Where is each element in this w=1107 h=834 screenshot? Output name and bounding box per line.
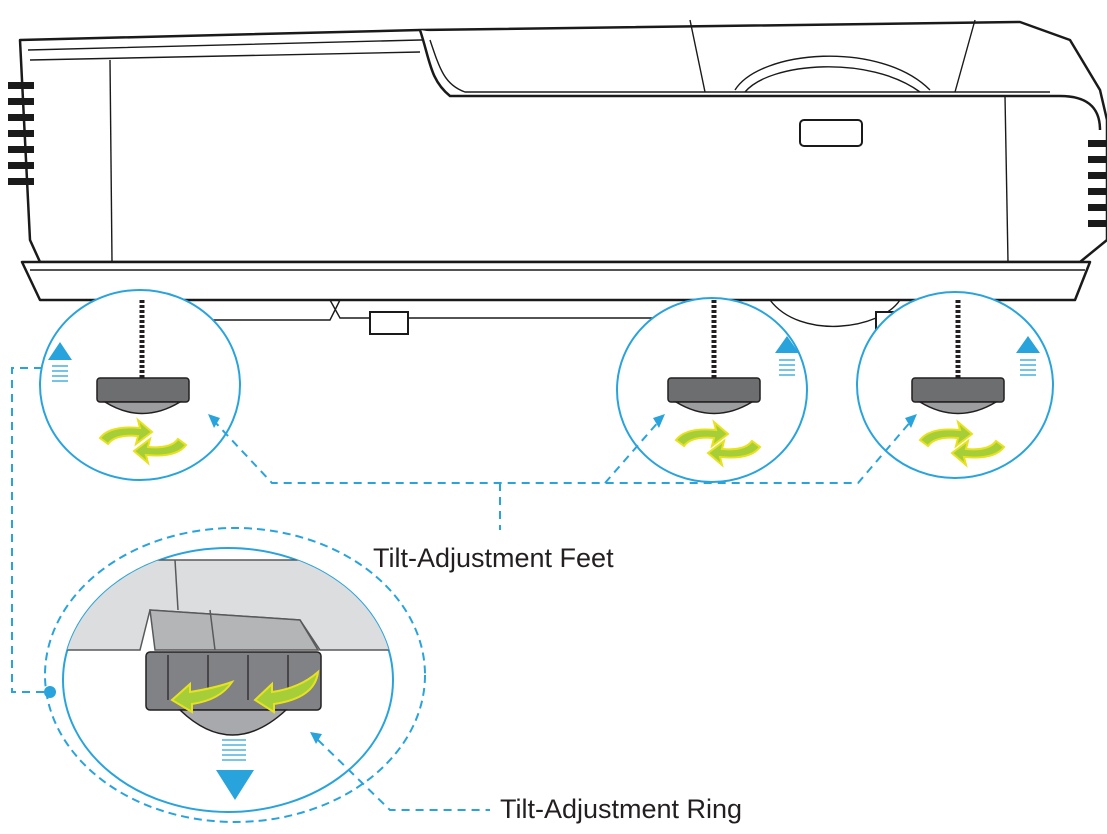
triangle-up-icon bbox=[48, 342, 72, 360]
triangle-up-icon bbox=[775, 336, 799, 353]
rotate-arrows-icon bbox=[674, 419, 762, 468]
rotate-arrows-icon bbox=[918, 419, 1006, 468]
projector-body bbox=[8, 19, 1107, 335]
feet-connector-lines bbox=[208, 414, 917, 530]
foot-callout-right bbox=[856, 291, 1054, 479]
triangle-down-icon bbox=[216, 770, 254, 800]
ring-label: Tilt-Adjustment Ring bbox=[500, 794, 742, 824]
triangle-up-icon bbox=[1016, 336, 1040, 353]
foot-callout-left bbox=[39, 289, 241, 481]
left-vents bbox=[8, 82, 34, 185]
feet-label: Tilt-Adjustment Feet bbox=[373, 543, 614, 573]
ir-sensor-window bbox=[799, 119, 863, 147]
right-vents bbox=[1088, 140, 1107, 227]
rotate-arrows-icon bbox=[98, 417, 188, 466]
rotate-arrows-icon bbox=[170, 669, 320, 714]
foot-callout-middle bbox=[616, 297, 808, 483]
ring-callout bbox=[44, 527, 426, 823]
ring-connector-lines bbox=[11, 367, 490, 811]
